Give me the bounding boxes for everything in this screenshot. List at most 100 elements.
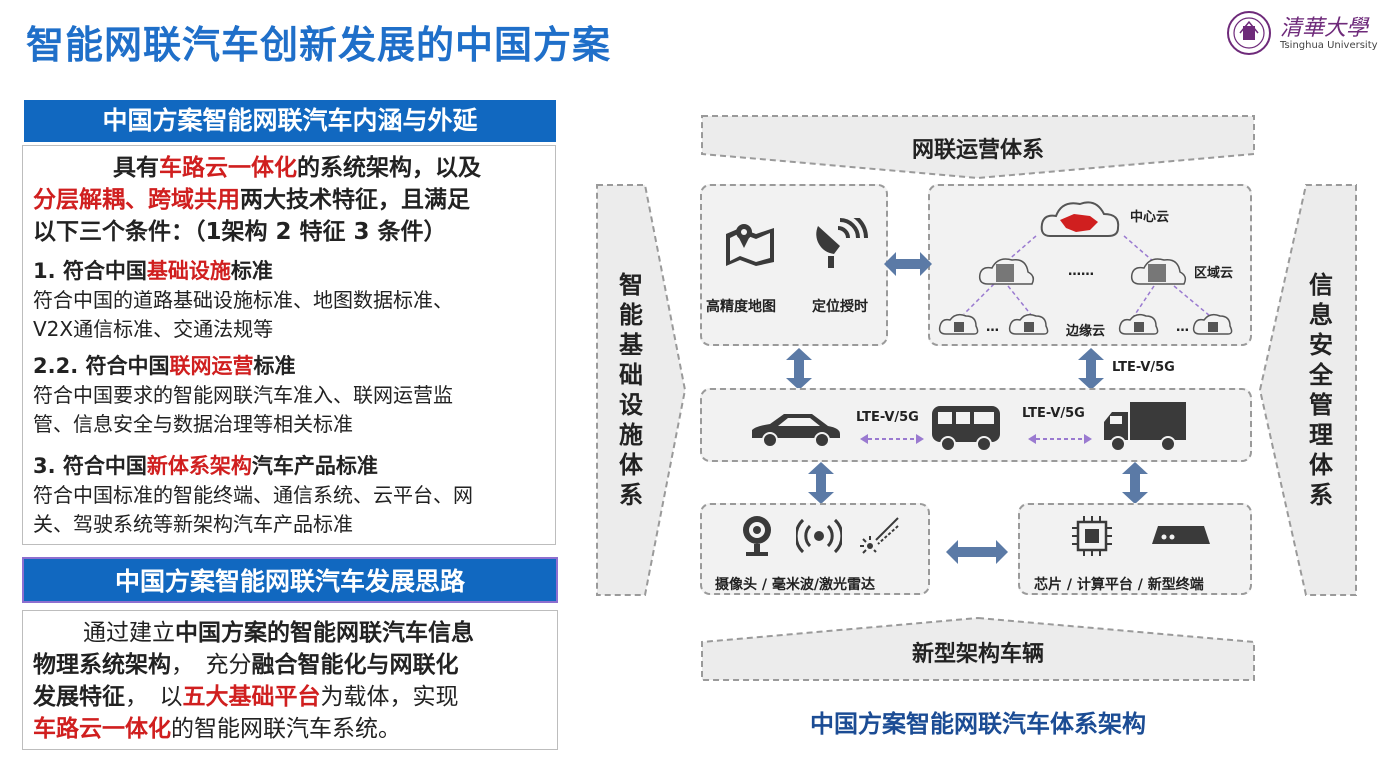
double-arrow-icon: [946, 540, 1008, 564]
link-line: [1007, 285, 1033, 317]
camera-icon: [743, 516, 771, 556]
lte-label-cloud: LTE-V/5G: [1112, 360, 1175, 375]
vertical-arrow-icon: [1078, 348, 1104, 390]
positioning-signal-icon: [816, 218, 868, 268]
terminal-device-icon: [1152, 526, 1210, 544]
text: 两大技术特征，且满足: [240, 187, 470, 213]
panel2-heading: 中国方案智能网联汽车发展思路: [22, 557, 558, 603]
top-label: 网联运营体系: [911, 138, 1044, 163]
left-chevron-shape: [596, 184, 687, 596]
condition-item-3: 3. 符合中国新体系架构汽车产品标准 符合中国标准的智能终端、通信系统、云平台、…: [33, 451, 473, 539]
text: 通过建立: [83, 620, 175, 646]
right-label: 信息安全管理体系: [1309, 271, 1333, 509]
truck-icon: [1104, 402, 1186, 452]
tsinghua-logo: 清華大學 Tsinghua University: [1226, 10, 1378, 60]
intro-line-1: 具有车路云一体化的系统架构，以及: [33, 152, 481, 184]
lidar-icon: [860, 517, 899, 554]
panel1-box: 具有车路云一体化的系统架构，以及 分层解耦、跨域共用两大技术特征，且满足 以下三…: [22, 145, 556, 545]
link-line: [1133, 285, 1155, 317]
double-arrow-icon: [884, 252, 932, 276]
emphasis: 中国方案的智能网联汽车信息: [175, 620, 474, 646]
text: ， 充分: [171, 652, 252, 678]
text: 的系统架构，以及: [297, 155, 481, 181]
positioning-label: 定位授时: [812, 299, 868, 315]
text: 为载体，实现: [320, 684, 459, 710]
panel1-intro: 具有车路云一体化的系统架构，以及 分层解耦、跨域共用两大技术特征，且满足 以下三…: [33, 152, 481, 248]
edge-cloud-icon: [1008, 313, 1049, 335]
panel2-line-4: 车路云一体化的智能网联汽车系统。: [33, 713, 474, 745]
condition-line: 符合中国的道路基础设施标准、地图数据标准、: [33, 288, 453, 312]
lte-label-car-bus: LTE-V/5G: [856, 410, 919, 425]
panel2-text: 通过建立中国方案的智能网联汽车信息 物理系统架构， 充分融合智能化与网联化 发展…: [33, 617, 474, 745]
text: 2.2. 符合中国: [33, 354, 170, 378]
panel2-line-3: 发展特征， 以五大基础平台为载体，实现: [33, 681, 474, 713]
left-label: 智能基础设施体系: [619, 271, 643, 509]
radar-icon: [796, 518, 842, 554]
panel2-line-2: 物理系统架构， 充分融合智能化与网联化: [33, 649, 474, 681]
highlight: 联网运营: [169, 354, 254, 378]
condition-line: 符合中国标准的智能终端、通信系统、云平台、网: [33, 483, 473, 507]
map-label: 高精度地图: [706, 299, 776, 315]
condition-item-2: 2.2. 符合中国联网运营标准 符合中国要求的智能网联汽车准入、联网运营监 管、…: [33, 351, 453, 439]
lte-label-bus-truck: LTE-V/5G: [1022, 406, 1085, 421]
condition-line: 符合中国要求的智能网联汽车准入、联网运营监: [33, 383, 453, 407]
condition-line: 关、驾驶系统等新架构汽车产品标准: [33, 512, 353, 536]
highlight: 新体系架构: [146, 454, 252, 478]
chip-icon: [1072, 516, 1112, 556]
edge-cloud-icon: [1192, 313, 1233, 335]
condition-title: 2.2. 符合中国联网运营标准: [33, 351, 453, 381]
bus-icon: [932, 406, 1000, 452]
intro-line-3: 以下三个条件：（1架构 2 特征 3 条件）: [33, 219, 447, 245]
highlight: 基础设施: [146, 259, 231, 283]
region-cloud-label: 区域云: [1194, 266, 1234, 281]
emphasis: 物理系统架构: [33, 652, 171, 678]
edge-ellipsis-left: …: [986, 320, 999, 335]
edge-cloud-icon: [1118, 313, 1159, 335]
logo-text-cn: 清華大學: [1280, 16, 1369, 41]
emphasis: 发展特征: [33, 684, 125, 710]
map-icon: [726, 224, 774, 266]
edge-ellipsis-right: …: [1176, 320, 1189, 335]
tsinghua-seal-icon: [1227, 11, 1271, 55]
condition-title: 1. 符合中国基础设施标准: [33, 256, 453, 286]
highlight: 车路云一体化: [159, 155, 297, 181]
vertical-arrow-icon: [808, 462, 834, 504]
panel2-box: 通过建立中国方案的智能网联汽车信息 物理系统架构， 充分融合智能化与网联化 发展…: [22, 610, 558, 750]
intro-line-2: 分层解耦、跨域共用两大技术特征，且满足: [33, 184, 481, 216]
condition-line: V2X通信标准、交通法规等: [33, 317, 274, 341]
text: 的智能网联汽车系统。: [171, 716, 401, 742]
right-chevron-shape: [1258, 184, 1357, 596]
vertical-arrow-icon: [1122, 462, 1148, 504]
edge-cloud-label: 边缘云: [1066, 324, 1106, 339]
page-title: 智能网联汽车创新发展的中国方案: [26, 23, 612, 67]
panel1-heading: 中国方案智能网联汽车内涵与外延: [24, 100, 556, 142]
link-line: [1123, 235, 1155, 263]
bottom-chevron-shape: [701, 616, 1255, 681]
link-line: [963, 283, 995, 315]
text: 汽车产品标准: [251, 454, 378, 478]
text: 标准: [230, 259, 273, 283]
region-cloud-icon-right: [1130, 258, 1187, 285]
text: 具有: [113, 155, 159, 181]
condition-item-1: 1. 符合中国基础设施标准 符合中国的道路基础设施标准、地图数据标准、 V2X通…: [33, 256, 453, 344]
top-chevron-shape: [701, 115, 1255, 180]
emphasis: 融合智能化与网联化: [251, 652, 459, 678]
region-cloud-icon-left: [978, 258, 1035, 285]
sensors-label: 摄像头 / 毫米波/激光雷达: [715, 577, 875, 593]
panel2-line-1: 通过建立中国方案的智能网联汽车信息: [33, 617, 474, 649]
edge-cloud-icon: [938, 313, 979, 335]
v2v-link-arrow: [1028, 434, 1092, 444]
text: 标准: [253, 354, 296, 378]
text: 1. 符合中国: [33, 259, 147, 283]
highlight: 车路云一体化: [33, 716, 171, 742]
condition-title: 3. 符合中国新体系架构汽车产品标准: [33, 451, 473, 481]
link-line: [1005, 235, 1037, 263]
v2v-link-arrow: [860, 434, 924, 444]
highlight: 分层解耦、跨域共用: [33, 187, 240, 213]
compute-label: 芯片 / 计算平台 / 新型终端: [1034, 577, 1204, 593]
diagram-caption: 中国方案智能网联汽车体系架构: [810, 710, 1146, 738]
cloud-hierarchy-graphic: [938, 201, 1233, 335]
link-line: [1173, 285, 1211, 317]
highlight: 五大基础平台: [182, 684, 321, 710]
cloud-ellipsis: ……: [1068, 264, 1094, 279]
